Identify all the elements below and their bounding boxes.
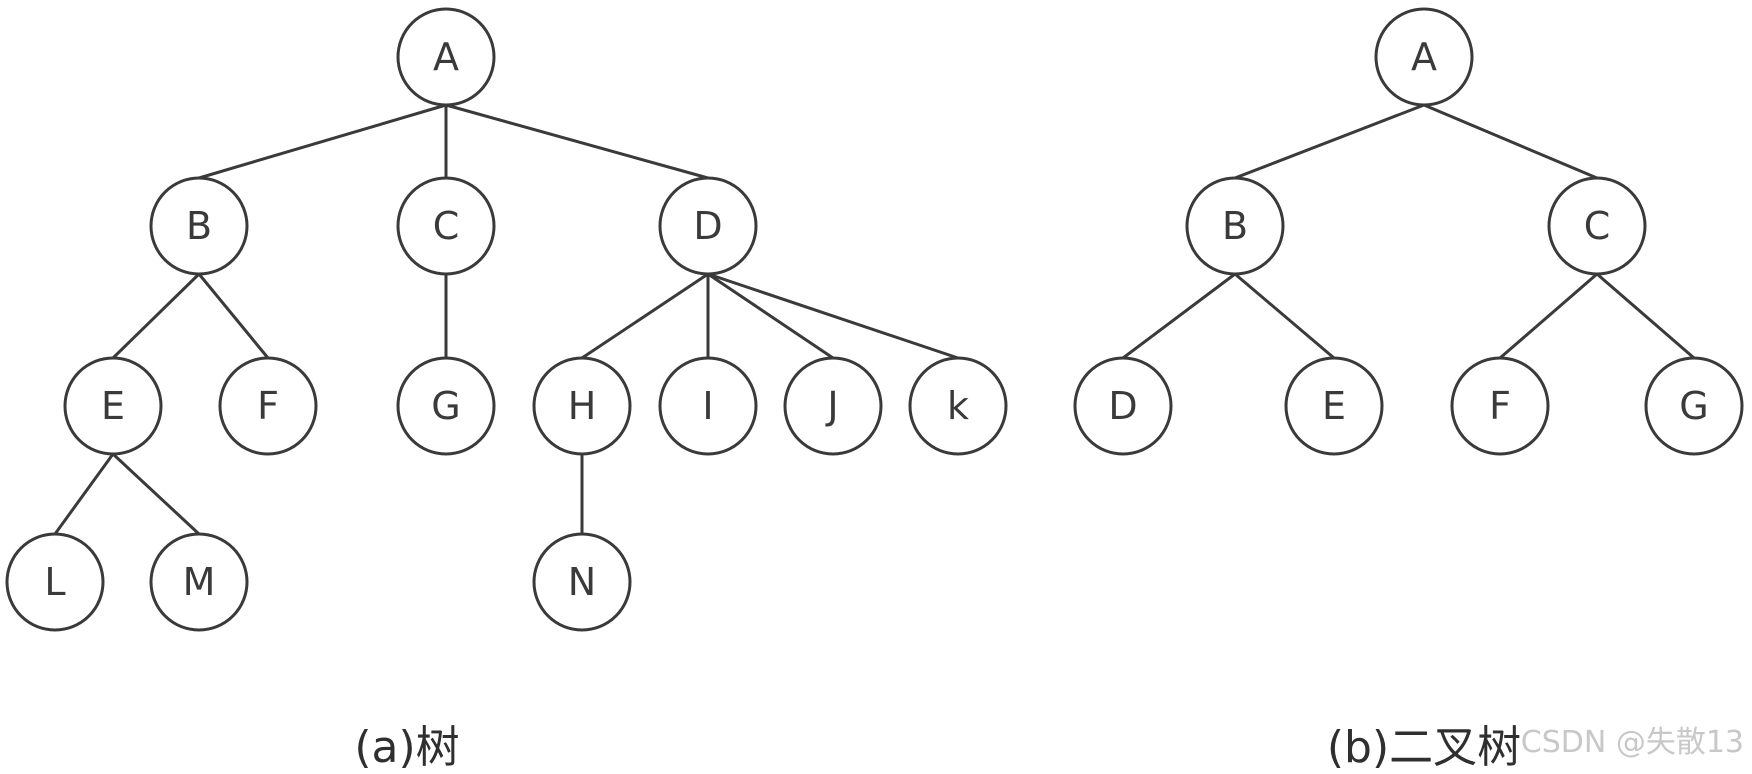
tree-edge-D-k bbox=[707, 272, 959, 360]
binary-edge-A-B bbox=[1234, 103, 1425, 180]
tree-node-label-C: C bbox=[433, 204, 460, 248]
binary-node-circle-D bbox=[1073, 356, 1173, 456]
tree-node-label-k: k bbox=[947, 384, 969, 428]
binary-edge-A-C bbox=[1423, 103, 1598, 180]
binary-edge-B-D bbox=[1122, 272, 1236, 360]
tree-edge-B-E bbox=[111, 272, 201, 360]
binary-node-A: A bbox=[1374, 7, 1474, 107]
tree-node-J: J bbox=[783, 356, 883, 456]
binary-node-label-E: E bbox=[1322, 384, 1346, 428]
tree-edge-D-H bbox=[581, 272, 709, 360]
tree-node-circle-J bbox=[783, 356, 883, 456]
binary-node-label-D: D bbox=[1108, 384, 1137, 428]
tree-node-circle-G bbox=[396, 356, 496, 456]
tree-node-label-D: D bbox=[693, 204, 722, 248]
binary-node-circle-B bbox=[1185, 176, 1285, 276]
binary-node-C: C bbox=[1547, 176, 1647, 276]
binary-node-circle-G bbox=[1644, 356, 1744, 456]
tree-node-N: N bbox=[532, 532, 632, 632]
tree-edge-D-J bbox=[707, 272, 834, 360]
tree-node-I: I bbox=[658, 356, 758, 456]
tree-node-label-A: A bbox=[433, 35, 459, 79]
tree-node-E: E bbox=[63, 356, 163, 456]
tree-node-G: G bbox=[396, 356, 496, 456]
tree-node-label-H: H bbox=[568, 384, 597, 428]
tree-node-label-L: L bbox=[44, 560, 65, 604]
tree-edge-E-L bbox=[53, 453, 115, 535]
binary-node-B: B bbox=[1185, 176, 1285, 276]
tree-node-label-B: B bbox=[186, 204, 212, 248]
tree-node-label-I: I bbox=[702, 384, 713, 428]
binary-edge-C-G bbox=[1596, 272, 1695, 360]
tree-node-circle-k bbox=[908, 356, 1008, 456]
binary-node-E: E bbox=[1284, 356, 1384, 456]
tree-edge-A-B bbox=[198, 103, 447, 180]
binary-node-D: D bbox=[1073, 356, 1173, 456]
tree-node-label-F: F bbox=[257, 384, 279, 428]
tree-node-circle-L bbox=[5, 532, 105, 632]
binary-node-F: F bbox=[1450, 356, 1550, 456]
binary-node-label-G: G bbox=[1679, 384, 1708, 428]
tree-node-circle-D bbox=[658, 176, 758, 276]
tree-node-label-J: J bbox=[825, 384, 838, 428]
tree-edge-E-M bbox=[111, 452, 201, 536]
tree-node-L: L bbox=[5, 532, 105, 632]
tree-node-circle-A bbox=[396, 7, 496, 107]
watermark: CSDN @失散13 bbox=[1521, 725, 1744, 760]
binary-node-circle-E bbox=[1284, 356, 1384, 456]
binary-node-label-A: A bbox=[1411, 35, 1437, 79]
tree-node-A: A bbox=[396, 7, 496, 107]
binary-node-label-C: C bbox=[1584, 204, 1611, 248]
tree-node-label-E: E bbox=[101, 384, 125, 428]
tree-edge-B-F bbox=[197, 273, 270, 359]
tree-node-circle-H bbox=[532, 356, 632, 456]
tree-node-circle-B bbox=[149, 176, 249, 276]
caption-binary-tree: (b)二叉树 bbox=[1327, 722, 1521, 773]
binary-node-G: G bbox=[1644, 356, 1744, 456]
tree-node-C: C bbox=[396, 176, 496, 276]
caption-tree: (a)树 bbox=[354, 722, 459, 773]
tree-node-circle-C bbox=[396, 176, 496, 276]
tree-node-circle-E bbox=[63, 356, 163, 456]
tree-edge-A-D bbox=[445, 103, 709, 180]
tree-node-circle-M bbox=[149, 532, 249, 632]
tree-node-H: H bbox=[532, 356, 632, 456]
tree-node-k: k bbox=[908, 356, 1008, 456]
tree-node-F: F bbox=[218, 356, 318, 456]
tree-node-label-G: G bbox=[431, 384, 460, 428]
binary-edge-C-F bbox=[1499, 272, 1598, 360]
tree-node-circle-F bbox=[218, 356, 318, 456]
tree-node-circle-I bbox=[658, 356, 758, 456]
binary-node-circle-A bbox=[1374, 7, 1474, 107]
binary-node-label-B: B bbox=[1222, 204, 1248, 248]
tree-node-label-M: M bbox=[183, 560, 216, 604]
binary-edge-B-E bbox=[1234, 272, 1335, 360]
tree-node-M: M bbox=[149, 532, 249, 632]
binary-node-circle-F bbox=[1450, 356, 1550, 456]
binary-node-circle-C bbox=[1547, 176, 1647, 276]
tree-node-label-N: N bbox=[568, 560, 596, 604]
tree-node-D: D bbox=[658, 176, 758, 276]
edges-layer bbox=[53, 103, 1695, 536]
tree-node-circle-N bbox=[532, 532, 632, 632]
binary-node-label-F: F bbox=[1489, 384, 1511, 428]
tree-node-B: B bbox=[149, 176, 249, 276]
